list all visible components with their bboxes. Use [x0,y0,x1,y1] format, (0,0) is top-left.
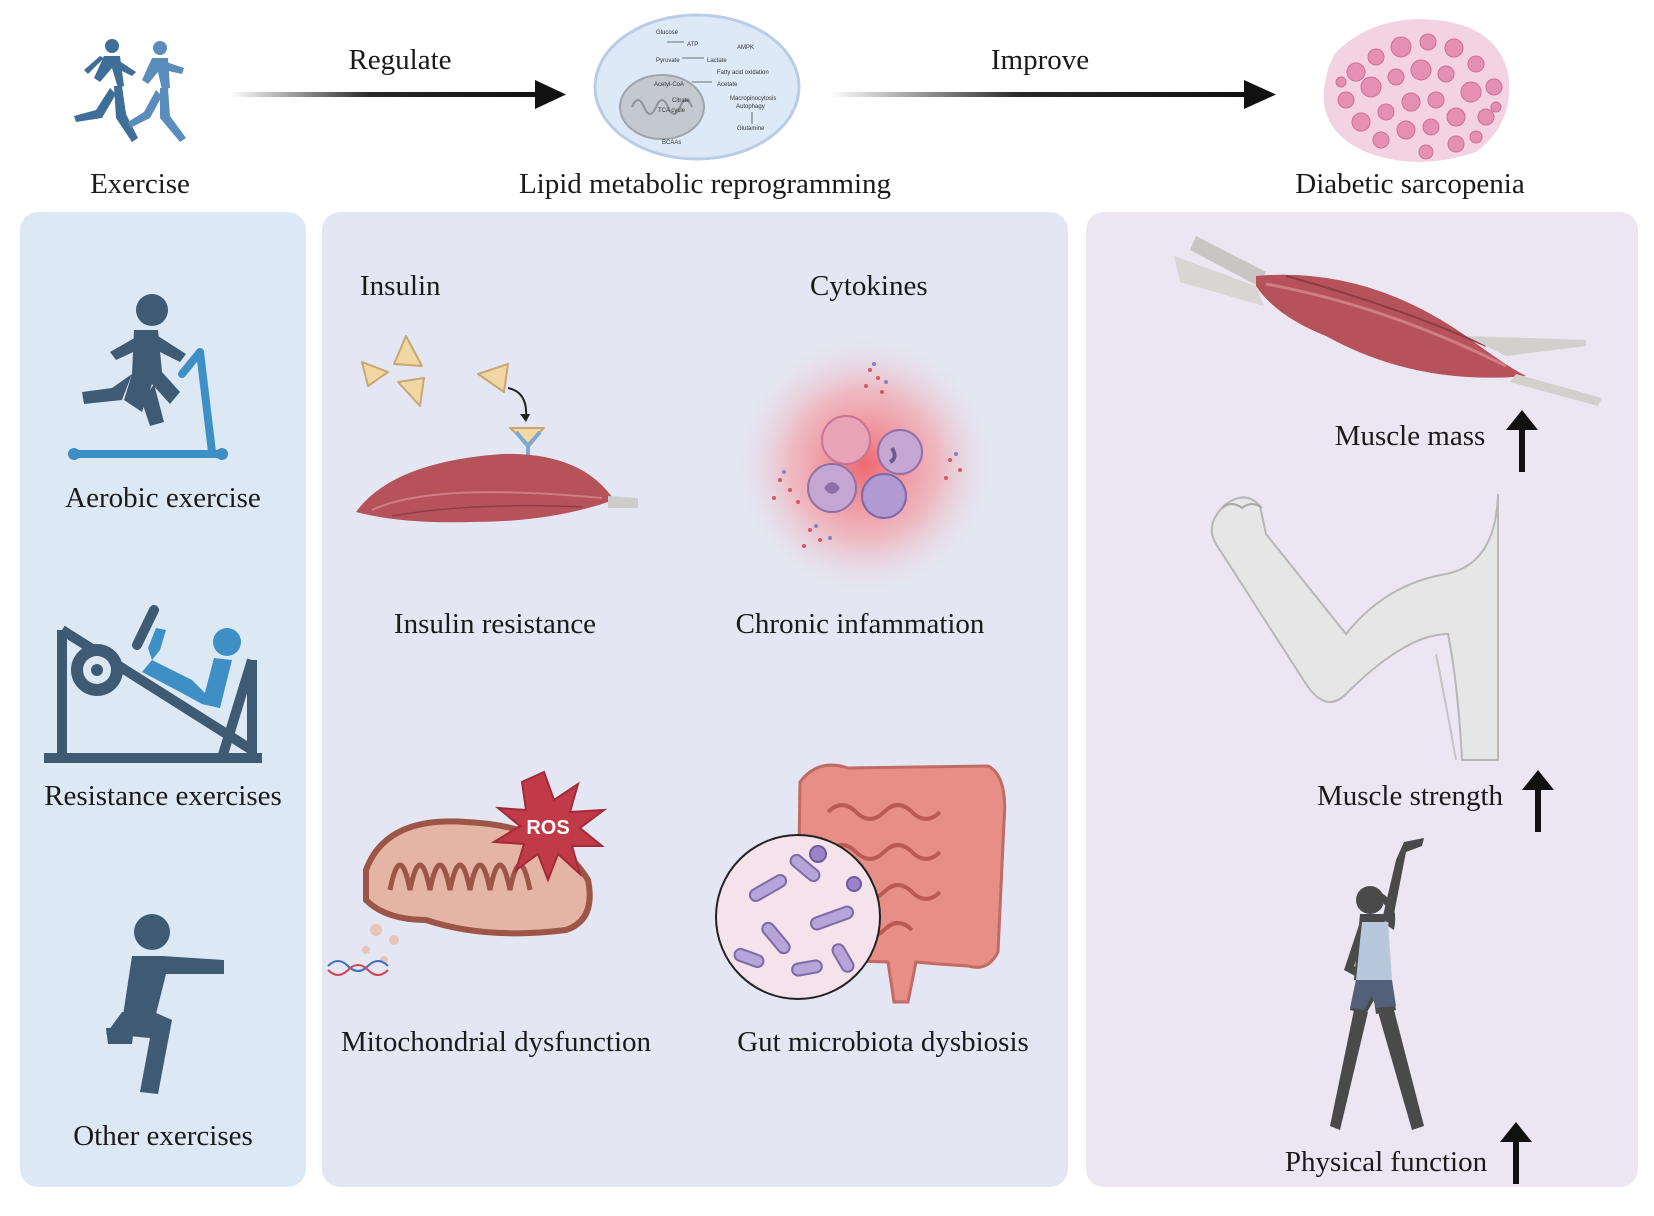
bcaa-text: BCAAs [662,140,681,146]
lipid-metabolism-diagram: Glucose ATP AMPK Pyruvate Lactate Fatty … [593,13,801,161]
insulin-triangle-icon [361,361,389,387]
insulin-triangle-icon [477,363,509,393]
treadmill-icon [68,294,228,460]
ampk-text: AMPK [737,45,754,51]
insulin-triangle-icon [397,377,425,407]
insulin-triangle-icon [393,335,423,367]
aerobic-label: Aerobic exercise [65,482,261,514]
macropinocytosis-text: Macropinocytosis [730,96,776,102]
regulate-arrow [230,80,566,109]
other-label: Other exercises [73,1120,253,1152]
tca-text: TCA cycle [658,108,686,114]
autophagy-text: Autophagy [736,104,765,110]
gut-microbiota-illustration [715,763,1007,1004]
mitochondrion-illustration: ROS [327,770,608,976]
physical-function-label: Physical function [1284,1146,1488,1178]
sarcopenia-tissue-icon [1323,19,1510,162]
muscle-icon [1174,236,1602,406]
stretching-woman-icon [1330,838,1424,1130]
exercise-label: Exercise [90,168,190,200]
ros-text: ROS [526,817,569,839]
insulin-label: Insulin [360,270,441,302]
muscle-mass-label: Muscle mass [1334,420,1486,452]
improve-label: Improve [990,44,1090,76]
flexed-arm-icon [1210,493,1499,761]
cytokines-label: Cytokines [810,270,928,302]
inflammation-illustration [730,330,1000,600]
muscle-strength-up-arrow-icon [1522,770,1554,832]
glutamine-text: Glutamine [737,126,765,132]
muscle-mass-up-arrow-icon [1506,410,1538,472]
citrate-text: Citrate [672,98,690,104]
chronic-inflammation-label: Chronic infammation [735,608,985,640]
leg-press-icon [44,605,262,763]
improve-arrow [830,80,1276,109]
gut-dysbiosis-label: Gut microbiota dysbiosis [737,1026,1029,1058]
fao-text: Fatty acid oxidation [717,70,769,76]
acetate-text: Acetate [717,82,738,88]
acetyl-coa-text: Acetyl-CoA [654,82,684,88]
mito-dysfunction-label: Mitochondrial dysfunction [340,1026,652,1058]
lactate-text: Lactate [707,58,727,64]
sarcopenia-label: Diabetic sarcopenia [1295,168,1525,200]
runners-icon [74,39,186,142]
regulate-label: Regulate [348,44,452,76]
atp-text: ATP [687,42,698,48]
lipid-label: Lipid metabolic reprogramming [518,168,892,200]
insulin-receptor-muscle-illustration [356,335,638,523]
ros-burst-icon [490,770,608,883]
muscle-strength-label: Muscle strength [1316,780,1504,812]
squat-icon [106,914,224,1094]
physical-function-up-arrow-icon [1500,1122,1532,1184]
glucose-text: Glucose [656,30,679,36]
pyruvate-text: Pyruvate [656,58,680,64]
insulin-resistance-label: Insulin resistance [393,608,597,640]
resistance-label: Resistance exercises [44,780,282,812]
